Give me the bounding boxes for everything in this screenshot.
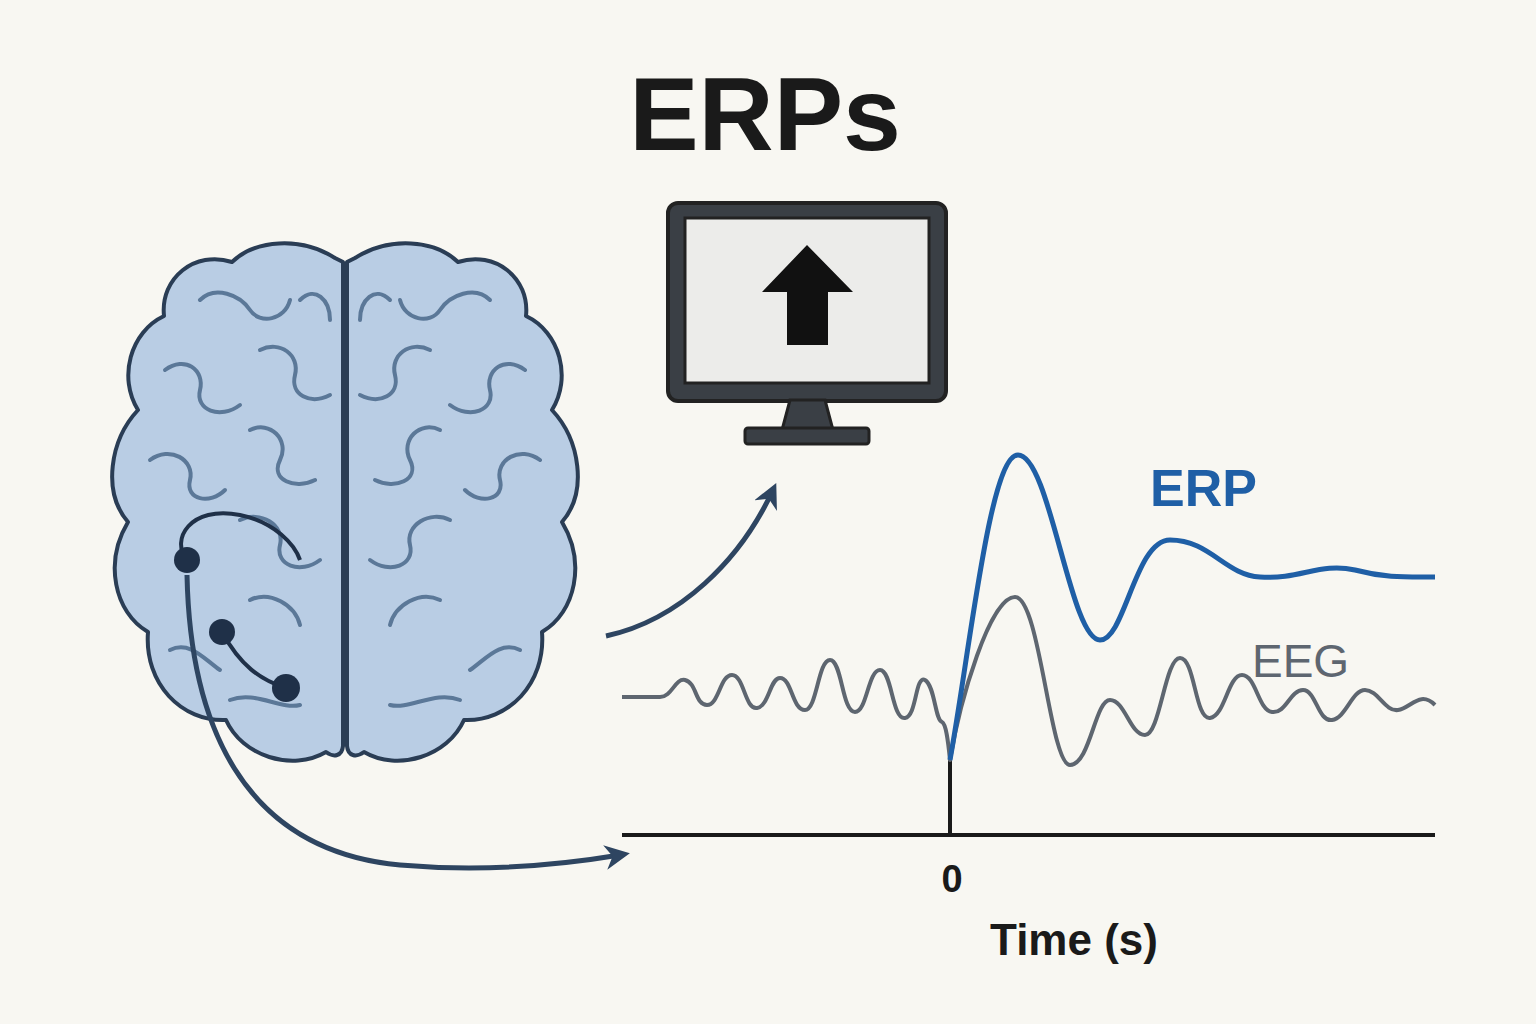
brain-illustration [112, 243, 578, 760]
time-axis [622, 833, 1435, 837]
electrodes [174, 513, 300, 702]
diagram-title: ERPs [629, 62, 901, 166]
eeg-wave [622, 597, 1435, 765]
series-label: EEG [1252, 638, 1349, 684]
curved-arrow [606, 492, 772, 636]
erp-wave [950, 455, 1435, 760]
series-label: ERP [1150, 462, 1257, 514]
axis-tick-label: 0 [941, 860, 962, 898]
stimulus-onset-line [948, 755, 952, 835]
monitor-icon [668, 203, 946, 444]
axis-title: Time (s) [990, 918, 1158, 962]
curved-arrow [187, 575, 620, 868]
